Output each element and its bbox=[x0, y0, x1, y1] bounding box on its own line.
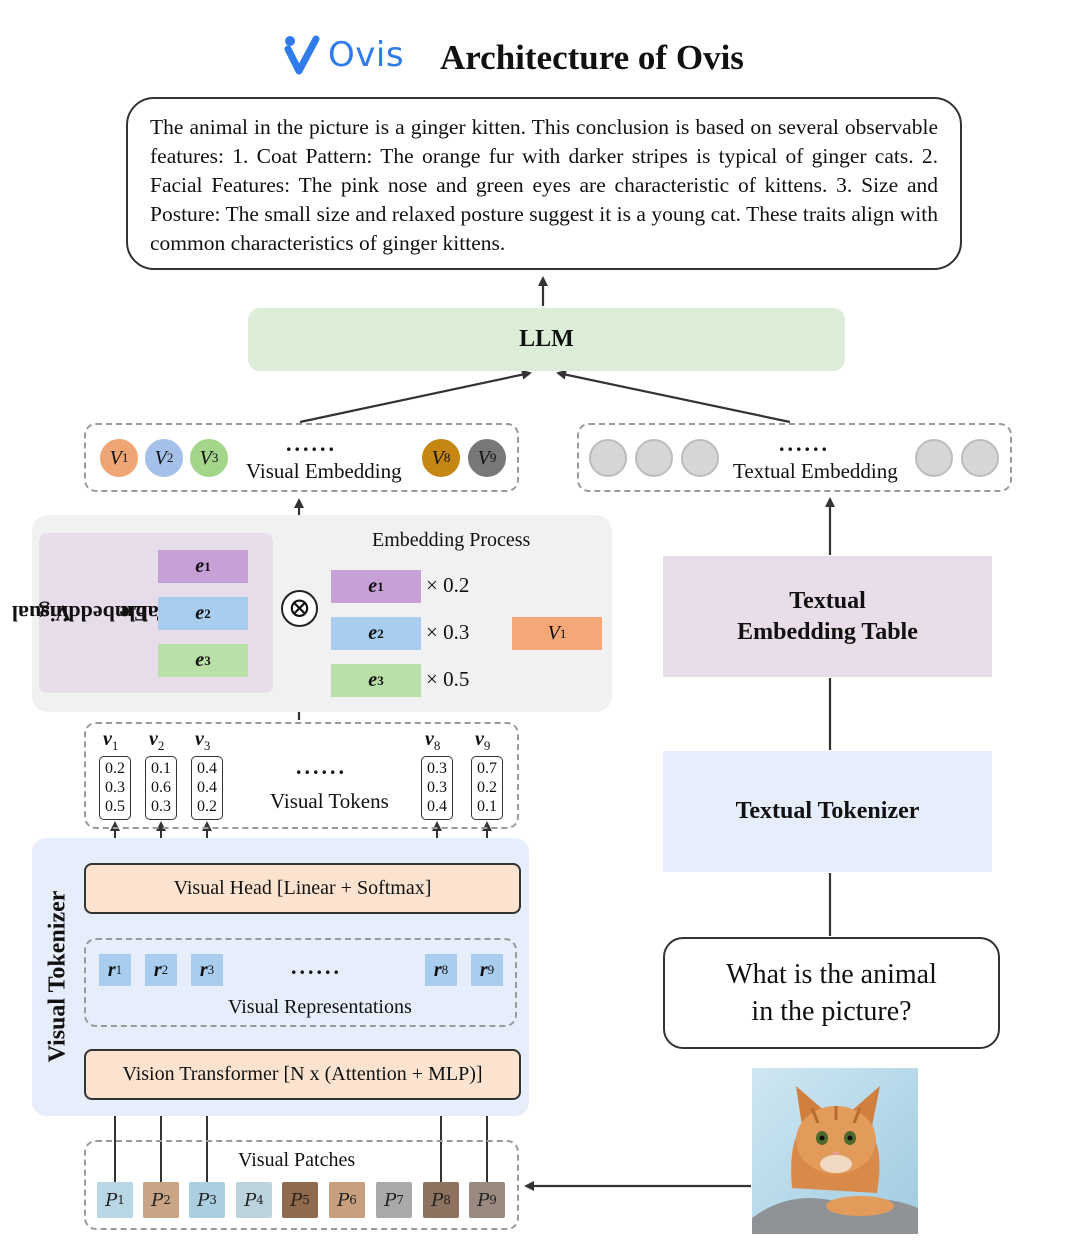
textual-embedding-ball bbox=[681, 439, 719, 477]
visual-tokenizer-title: Visual Tokenizer bbox=[44, 890, 71, 1062]
embedding-process-title: Embedding Process bbox=[372, 529, 531, 551]
visual-patches-row: Visual Patches bbox=[84, 1140, 519, 1230]
textual-embedding-ball bbox=[915, 439, 953, 477]
visual-token-name-3: v3 bbox=[195, 728, 211, 753]
vision-transformer-block: Vision Transformer [N x (Attention + MLP… bbox=[84, 1049, 521, 1100]
logo-text: Ovis bbox=[328, 35, 405, 75]
visual-token-name-2: v2 bbox=[149, 728, 165, 753]
textual-embedding-ball bbox=[635, 439, 673, 477]
textual-embedding-ellipsis: ...... bbox=[779, 431, 830, 456]
textual-embedding-row: ...... Textual Embedding bbox=[577, 423, 1012, 492]
ginger-kitten-illustration bbox=[752, 1068, 918, 1234]
visual-tokens-ellipsis: ...... bbox=[296, 754, 347, 779]
weight-e1: × 0.2 bbox=[426, 573, 470, 597]
answer-box: The animal in the picture is a ginger ki… bbox=[126, 97, 962, 270]
visual-tokens-row: Visual Tokens ...... bbox=[84, 722, 519, 829]
page-title: Architecture of Ovis bbox=[440, 38, 744, 77]
visual-patches-label: Visual Patches bbox=[238, 1149, 356, 1171]
visual-representations-row: ...... Visual Representations bbox=[84, 938, 517, 1027]
textual-embedding-ball bbox=[589, 439, 627, 477]
visual-token-name-1: v1 bbox=[103, 728, 119, 753]
weight-e2: × 0.3 bbox=[426, 620, 470, 644]
ovis-logo: Ovis bbox=[284, 32, 414, 78]
kitten-image bbox=[752, 1068, 918, 1234]
visual-representations-ellipsis: ...... bbox=[291, 954, 342, 979]
textual-tokenizer-block: Textual Tokenizer bbox=[663, 751, 992, 872]
textual-embedding-label: Textual Embedding bbox=[733, 459, 898, 483]
ovis-logo-mark-icon bbox=[284, 35, 320, 75]
multiply-operator-icon: ⊗ bbox=[281, 590, 318, 627]
visual-head-block: Visual Head [Linear + Softmax] bbox=[84, 863, 521, 914]
visual-tokens-label: Visual Tokens bbox=[270, 789, 389, 813]
visual-embedding-ellipsis: ...... bbox=[286, 431, 337, 456]
visual-representations-label: Visual Representations bbox=[228, 996, 412, 1018]
llm-block: LLM bbox=[248, 308, 845, 371]
visual-token-name-9: v9 bbox=[475, 728, 491, 753]
visual-embedding-label: Visual Embedding bbox=[246, 459, 402, 483]
textual-embedding-ball bbox=[961, 439, 999, 477]
visual-token-name-8: v8 bbox=[425, 728, 441, 753]
weight-e3: × 0.5 bbox=[426, 667, 470, 691]
